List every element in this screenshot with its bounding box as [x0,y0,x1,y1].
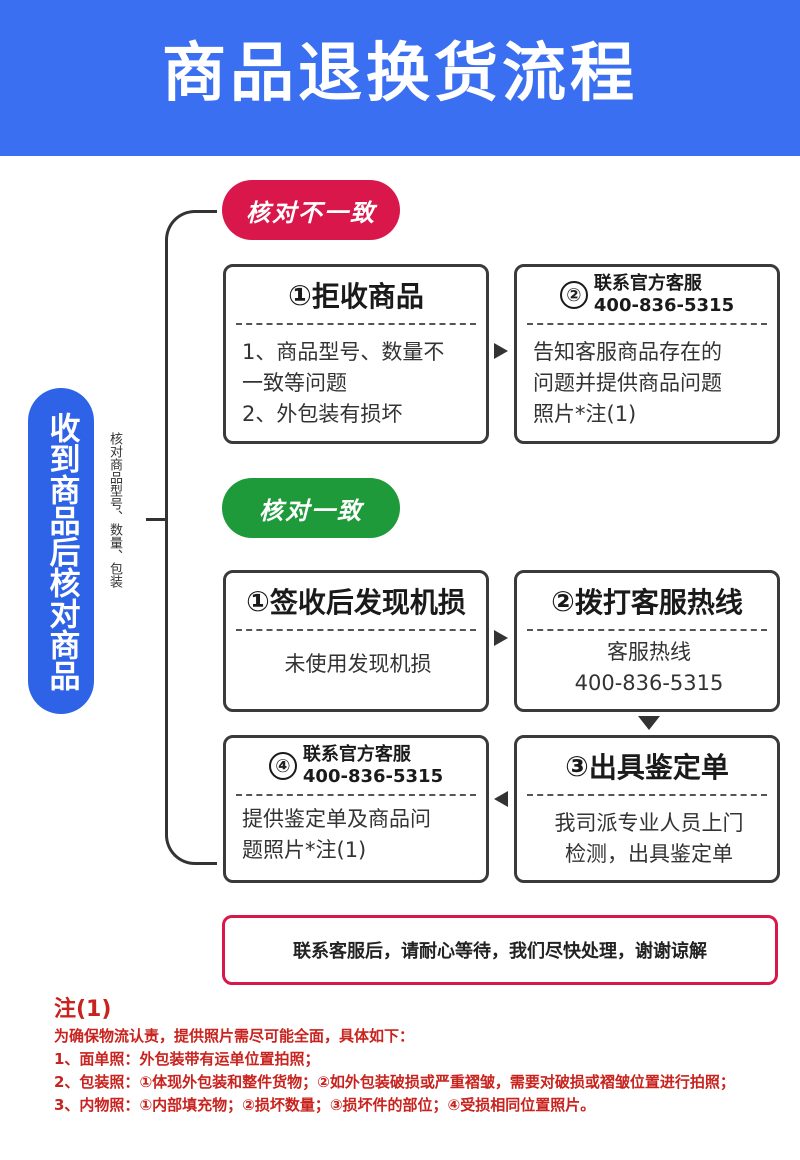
arrow-left-icon [494,791,508,807]
step-number: ② [551,584,575,618]
notes-item-key: 1、面单照： [54,1050,140,1068]
step-provide-appraisal: ④ 联系官方客服 400-836-5315 提供鉴定单及商品问 题照片*注(1) [223,735,489,883]
step-line: 我司派专业人员上门 [554,811,744,835]
service-phone: 400-836-5315 [302,766,444,787]
notes-item: 1、面单照： 外包装带有运单位置拍照； [54,1048,784,1071]
step-body: 告知客服商品存在的 问题并提供商品问题 照片*注(1) [533,337,765,430]
header-banner: 商品退换货流程 [0,0,800,156]
service-phone: 400-836-5315 [574,671,724,695]
step-line: 2、外包装有损坏 [242,402,403,426]
step-line: 问题并提供商品问题 [533,371,722,395]
step-call-hotline: ② 拨打客服热线 客服热线 400-836-5315 [514,570,780,712]
step-line: 告知客服商品存在的 [533,340,722,364]
step-contact-service: ② 联系官方客服 400-836-5315 告知客服商品存在的 问题并提供商品问… [514,264,780,444]
step-body: 客服热线 400-836-5315 [533,637,765,699]
wait-notice: 联系客服后，请耐心等待，我们尽快处理，谢谢谅解 [222,915,778,985]
mismatch-branch-pill: 核对不一致 [222,180,400,240]
branch-bracket [165,210,217,865]
step-header: ② 联系官方客服 400-836-5315 [527,267,767,325]
notes-item-key: 3、内物照： [54,1096,140,1114]
step-line: 未使用发现机损 [284,652,432,676]
page-title: 商品退换货流程 [162,37,638,111]
step-sign-find-damage: ① 签收后发现机损 未使用发现机损 [223,570,489,712]
step-head-line: 联系官方客服 [302,744,411,765]
step-line: 检测，出具鉴定单 [565,842,733,866]
step-title: 签收后发现机损 [269,586,466,619]
step-header: ③ 出具鉴定单 [527,738,767,796]
step-line: 客服热线 [607,640,691,664]
start-node-receive-and-check: 收到商品后核对商品 [28,388,94,714]
connector-stub [146,518,168,521]
arrow-down-icon [638,716,660,730]
step-header: ④ 联系官方客服 400-836-5315 [236,738,476,796]
notes-item: 3、内物照： ①内部填充物；②损坏数量；③损坏件的部位；④受损相同位置照片。 [54,1094,784,1117]
step-number: ③ [565,749,589,783]
step-head-line: 联系官方客服 [593,273,702,294]
step-number: ① [288,278,312,312]
step-number: ① [246,584,270,618]
notes-item: 2、包装照： ①体现外包装和整件货物；②如外包装破损或严重褶皱，需要对破损或褶皱… [54,1071,784,1094]
step-body: 提供鉴定单及商品问 题照片*注(1) [242,804,474,866]
service-phone: 400-836-5315 [593,295,735,316]
step-body: 未使用发现机损 [242,649,474,680]
step-line: 一致等问题 [242,371,347,395]
step-title: 出具鉴定单 [588,751,729,784]
step-line: 提供鉴定单及商品问 [242,807,431,831]
notes-item-key: 2、包装照： [54,1073,140,1091]
match-branch-pill: 核对一致 [222,478,400,538]
notes-heading: 注(1) [54,997,112,1022]
step-reject-goods: ① 拒收商品 1、商品型号、数量不 一致等问题 2、外包装有损坏 [223,264,489,444]
notes-item-value: ①内部填充物；②损坏数量；③损坏件的部位；④受损相同位置照片。 [139,1096,596,1114]
arrow-right-icon [494,343,508,359]
notes-item-value: ①体现外包装和整件货物；②如外包装破损或严重褶皱，需要对破损或褶皱位置进行拍照； [139,1073,735,1091]
step-body: 1、商品型号、数量不 一致等问题 2、外包装有损坏 [242,337,474,430]
step-line: 1、商品型号、数量不 [242,340,445,364]
step-title: 拒收商品 [311,280,424,313]
step-line: 照片*注(1) [533,402,637,426]
step-title: 拨打客服热线 [574,586,743,619]
check-items-note: 核对商品型号、数量、包装 [107,432,122,588]
step-line: 题照片*注(1) [242,838,367,862]
step-number: ② [559,281,588,309]
photo-notes: 注(1) 为确保物流认责，提供照片需尽可能全面，具体如下： 1、面单照： 外包装… [54,995,784,1117]
step-header: ① 签收后发现机损 [236,573,476,631]
step-issue-appraisal: ③ 出具鉴定单 我司派专业人员上门 检测，出具鉴定单 [514,735,780,883]
step-header: ② 拨打客服热线 [527,573,767,631]
step-number: ④ [268,752,297,780]
step-header: ① 拒收商品 [236,267,476,325]
notes-item-value: 外包装带有运单位置拍照； [139,1050,320,1068]
step-body: 我司派专业人员上门 检测，出具鉴定单 [533,808,765,870]
notes-intro: 为确保物流认责，提供照片需尽可能全面，具体如下： [54,1027,415,1045]
arrow-right-icon [494,630,508,646]
